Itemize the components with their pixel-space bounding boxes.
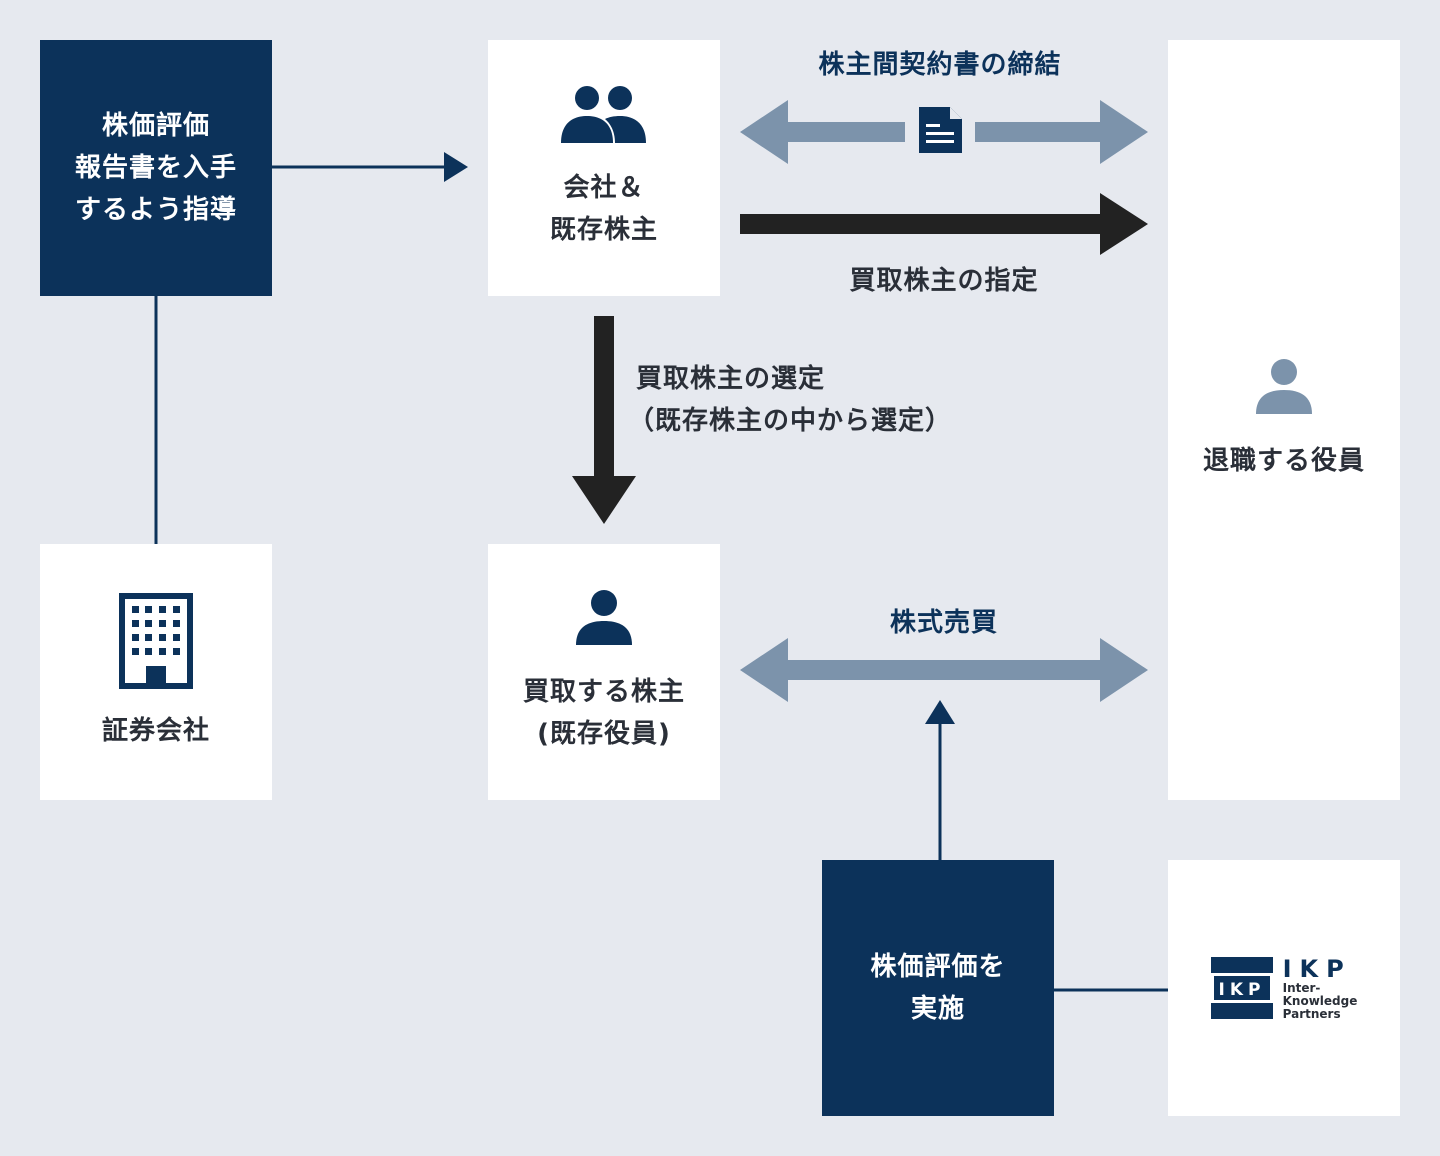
document-icon — [919, 107, 962, 153]
ikp-name-line-2: Knowledge — [1282, 993, 1358, 1008]
buyer-line-2: (既存役員) — [537, 719, 671, 749]
retiring-label: 退職する役員 — [1202, 446, 1365, 476]
buyer-box: 買取する株主 (既存役員) — [488, 544, 720, 800]
instruct-box: 株価評価 報告書を入手 するよう指導 — [40, 40, 272, 296]
securities-box: 証券会社 — [40, 544, 272, 800]
ikp-name-line-3: Partners — [1282, 1006, 1341, 1021]
svg-text:IKP: IKP — [1218, 980, 1265, 1000]
instruct-line-3: するよう指導 — [74, 195, 237, 225]
designate-arrow — [740, 193, 1148, 255]
ikp-logo-mark: IKP — [1210, 957, 1273, 1019]
people-icon — [561, 86, 646, 143]
valuation-line-2: 実施 — [910, 994, 965, 1024]
select-label-line-1: 買取株主の選定 — [636, 364, 826, 394]
instruct-to-company-arrowhead — [444, 152, 468, 182]
building-icon — [119, 593, 193, 689]
select-label-line-2: （既存株主の中から選定） — [628, 406, 953, 436]
securities-label: 証券会社 — [101, 716, 210, 746]
instruct-line-1: 株価評価 — [101, 111, 210, 141]
ikp-mark-text: IKP — [1282, 954, 1352, 983]
company-box: 会社＆ 既存株主 — [488, 40, 720, 296]
valuation-box: 株価評価を 実施 — [822, 860, 1054, 1116]
company-line-1: 会社＆ — [563, 173, 645, 203]
trade-double-arrow — [740, 638, 1148, 702]
valuation-to-trade-arrowhead — [925, 700, 955, 724]
agreement-label: 株主間契約書の締結 — [818, 50, 1062, 80]
company-line-2: 既存株主 — [549, 215, 658, 245]
person-icon — [576, 590, 632, 645]
trade-label: 株式売買 — [889, 608, 998, 638]
retiring-box: 退職する役員 — [1168, 40, 1400, 800]
ikp-name-line-1: Inter- — [1282, 980, 1321, 995]
select-arrow — [572, 316, 636, 524]
buyer-line-1: 買取する株主 — [522, 677, 685, 707]
agreement-double-arrow — [740, 100, 1148, 164]
designate-label: 買取株主の指定 — [849, 266, 1039, 296]
ikp-box: IKP IKP Inter- Knowledge Partners — [1168, 860, 1400, 1116]
instruct-line-2: 報告書を入手 — [74, 153, 237, 183]
ikp-wordmark: IKP Inter- Knowledge Partners — [1283, 956, 1358, 1021]
person-icon — [1256, 359, 1312, 414]
valuation-line-1: 株価評価を — [870, 952, 1006, 982]
